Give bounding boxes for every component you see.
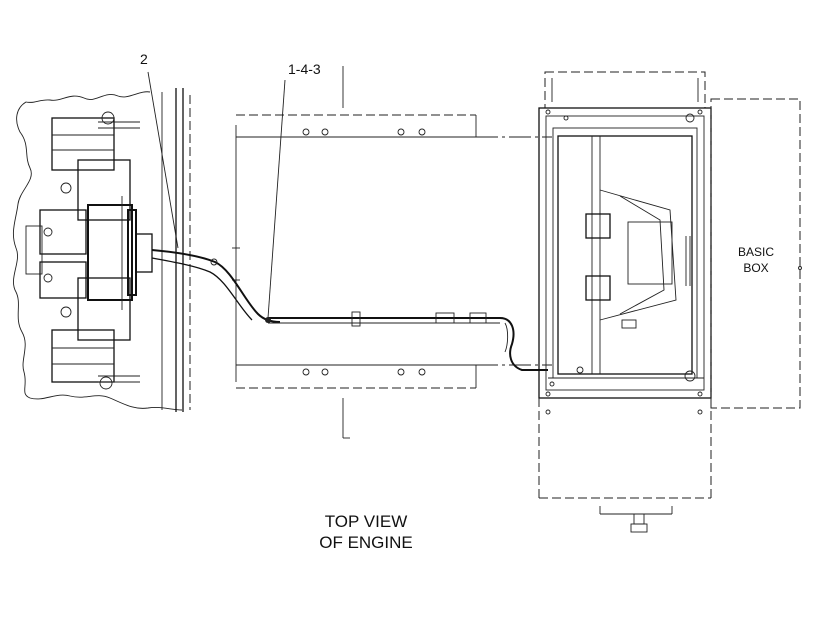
callout-2: 2 [140,51,148,67]
basic-box-label-line2: BOX [743,261,769,275]
engine-outline [13,88,191,412]
caption-line2: OF ENGINE [319,533,413,552]
chassis-frame [232,66,552,439]
leader-lines [147,71,286,319]
caption-line1: TOP VIEW [324,512,408,531]
basic-box-label-line1: BASIC [737,245,774,259]
basic-box-label: BASIC BOX [732,244,780,276]
callout-1-4-3: 1-4-3 [288,61,321,77]
diagram-caption: TOP VIEW OF ENGINE [296,511,436,553]
generator-frame [538,71,712,533]
cable-harness [151,249,548,371]
basic-box-outline [710,98,802,409]
